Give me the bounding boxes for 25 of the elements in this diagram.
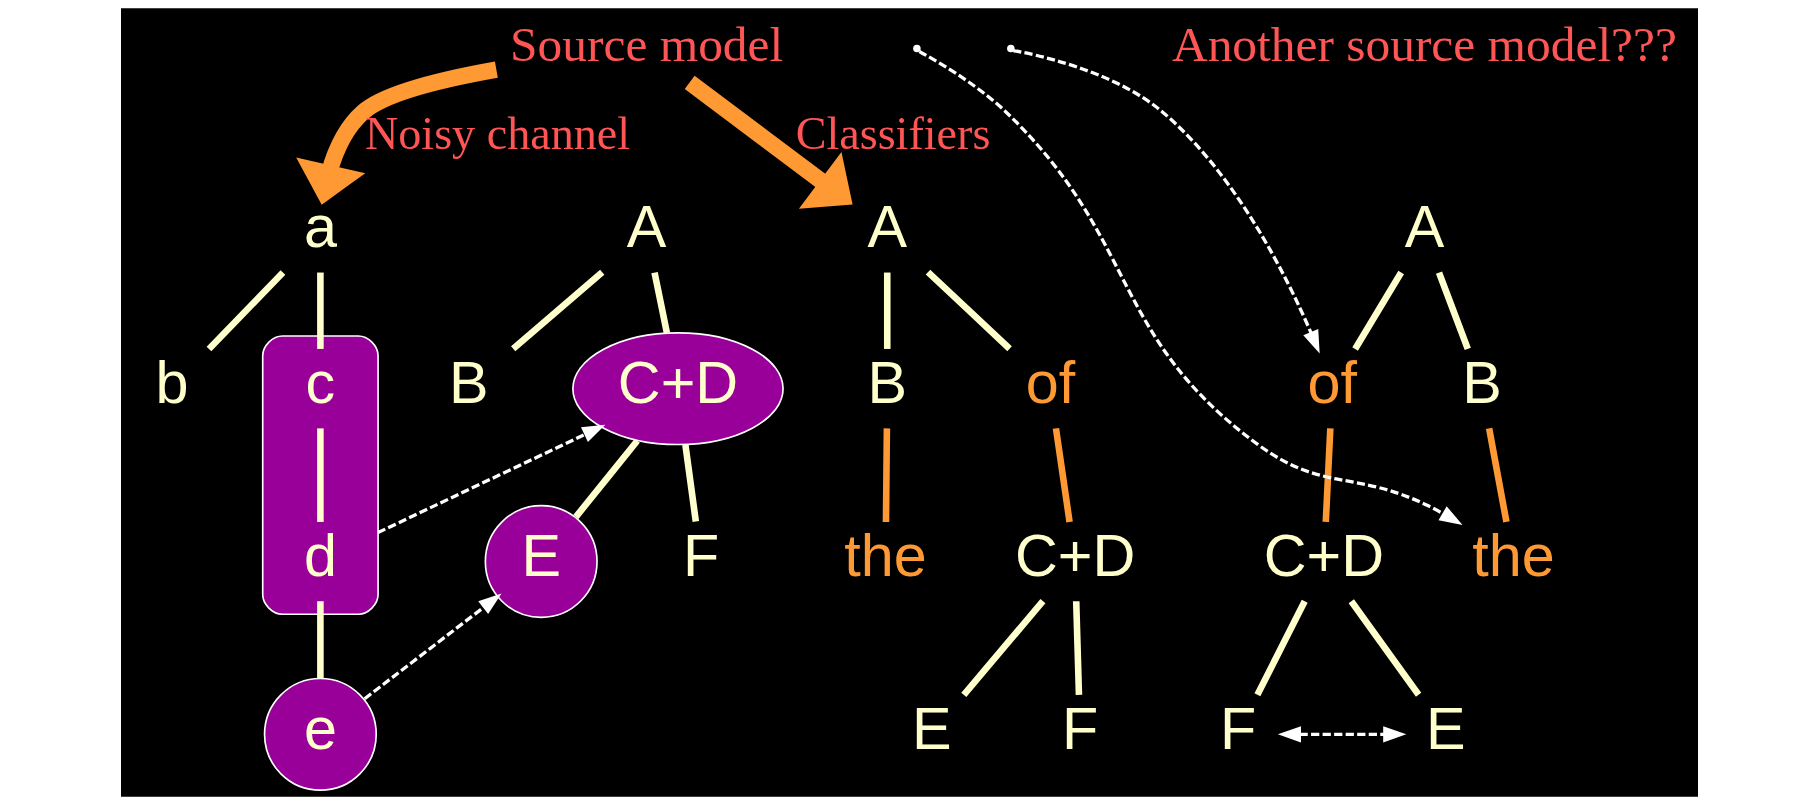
node-text: F	[1061, 694, 1098, 762]
edge-label: Classifiers	[795, 107, 990, 159]
node-text: Source model	[509, 16, 783, 72]
node-text: c	[305, 349, 335, 417]
label: Another source model???	[1171, 16, 1677, 72]
node-text: C+D	[1014, 522, 1135, 590]
node-text: F	[1219, 694, 1256, 762]
node-text: the	[843, 522, 927, 590]
node-text: b	[155, 349, 189, 417]
node-text: E	[1425, 694, 1466, 762]
node-text: d	[303, 522, 337, 590]
node-text: of	[1025, 349, 1075, 417]
node-text: B	[866, 349, 907, 417]
node-text: a	[303, 192, 337, 260]
edge-label: Noisy channel	[364, 107, 630, 159]
node-text: C+D	[1263, 522, 1384, 590]
node-text: B	[1461, 349, 1502, 417]
node-text: of	[1306, 349, 1357, 417]
node-text: A	[1404, 192, 1444, 260]
node-text: E	[911, 694, 952, 762]
node-text: the	[1471, 522, 1555, 590]
node-text: F	[682, 522, 719, 590]
node-text: B	[448, 349, 488, 417]
node-text: A	[626, 192, 666, 260]
node-text: A	[866, 192, 907, 260]
